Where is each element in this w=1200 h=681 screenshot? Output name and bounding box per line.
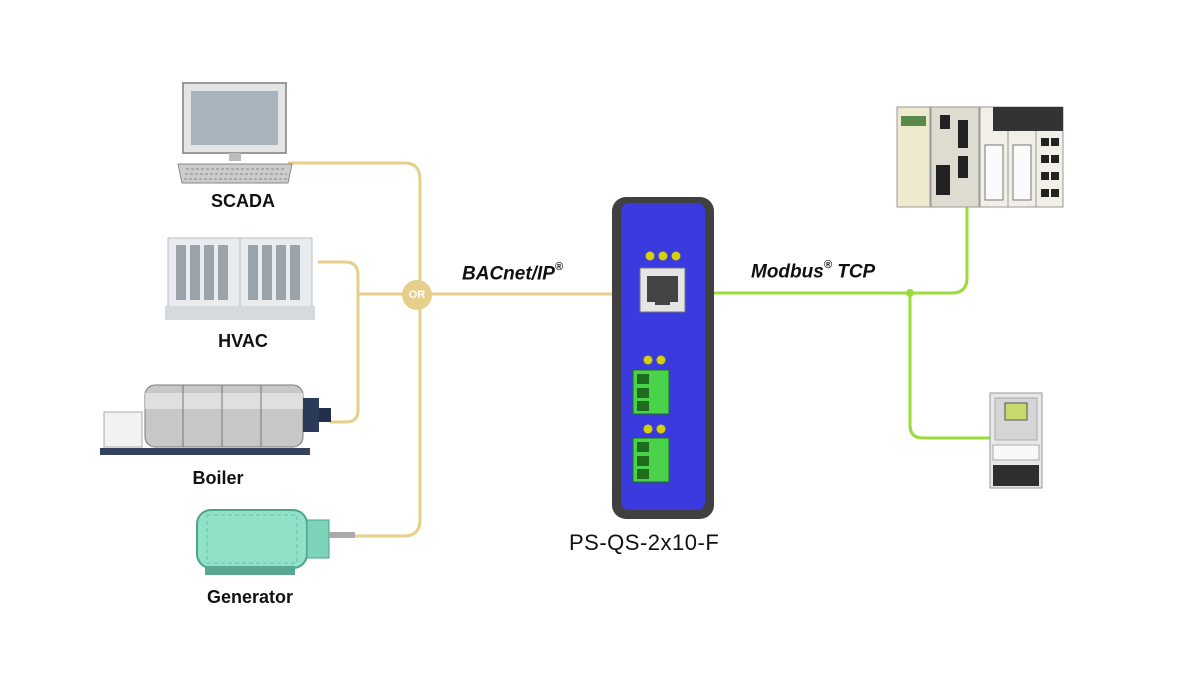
hvac-unit-icon <box>165 237 315 320</box>
modbus-wires <box>712 205 990 440</box>
scada-label: SCADA <box>210 191 275 211</box>
drive-icon <box>989 392 1043 489</box>
boiler-label: Boiler <box>192 468 244 488</box>
or-junction-label: OR <box>408 289 426 301</box>
hvac-label: HVAC <box>218 331 268 351</box>
modbus-protocol-label: Modbus® TCP <box>751 259 876 283</box>
gateway-device <box>612 197 714 519</box>
bacnet-protocol-label: BACnet/IP® <box>462 261 564 285</box>
modbus-junction-dot <box>906 289 914 297</box>
plc-rack-icon <box>896 106 1064 208</box>
or-junction <box>402 280 432 310</box>
gateway-model-label: PS-QS-2x10-F <box>569 530 720 555</box>
generator-label: Generator <box>206 587 294 607</box>
bacnet-wires <box>288 161 614 538</box>
generator-icon <box>196 509 355 575</box>
boiler-icon <box>100 384 331 455</box>
scada-computer-icon <box>177 82 293 184</box>
